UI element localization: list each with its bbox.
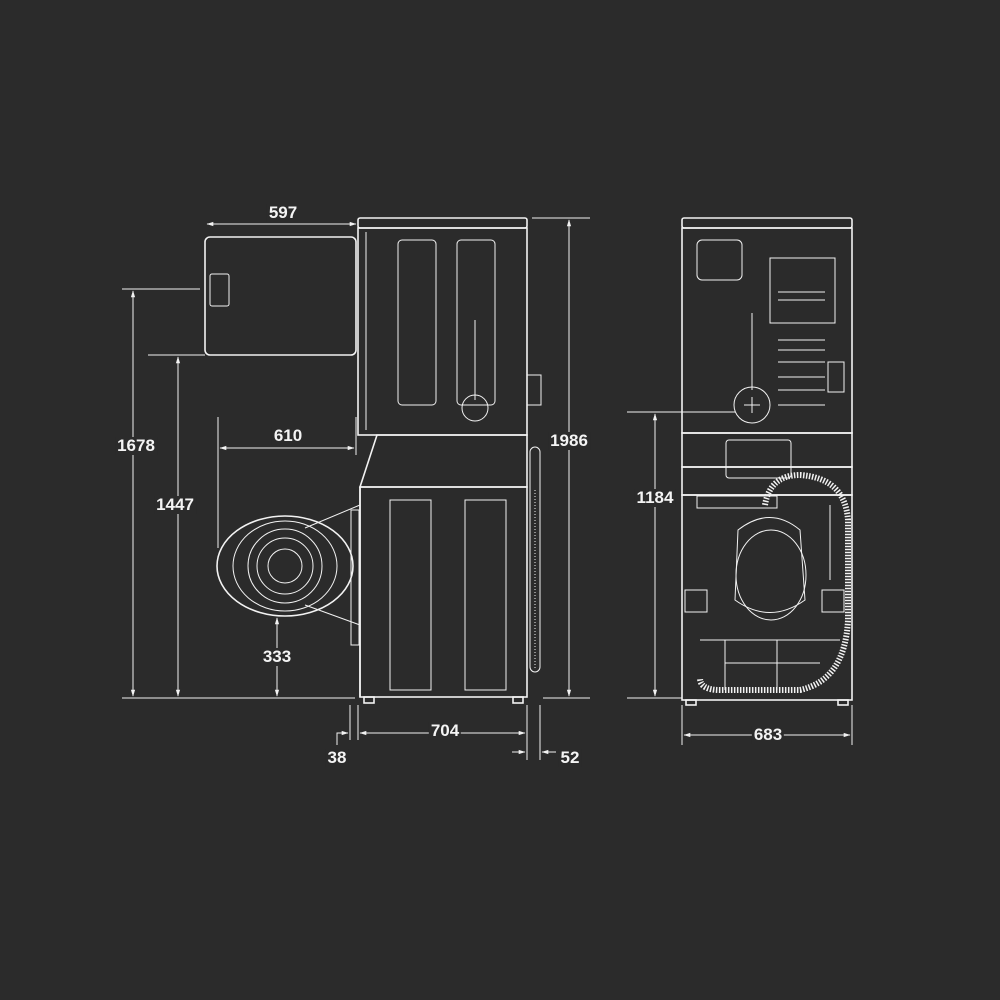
dim-width: 683 (751, 725, 785, 744)
dim-washer-door-width: 610 (271, 426, 305, 445)
drain-hose-rear (697, 471, 851, 693)
rear-view (627, 217, 853, 745)
washer-door-open (216, 504, 361, 626)
dim-hose-protrusion: 52 (558, 748, 582, 767)
dim-door-width: 597 (266, 203, 300, 222)
dim-depth: 704 (428, 721, 462, 740)
dim-washer-door-top: 1447 (154, 495, 196, 514)
drain-hose (529, 446, 541, 673)
dim-washer-door-bottom: 333 (260, 647, 294, 666)
dim-door-protrusion: 38 (325, 748, 349, 767)
dryer-door-open (204, 236, 357, 356)
dim-total-height: 1986 (548, 431, 590, 450)
dim-dryer-door-height: 1678 (115, 436, 157, 455)
washer-side (350, 434, 528, 704)
rear-dimension-lines (627, 411, 853, 745)
dim-inlet-height: 1184 (634, 488, 676, 507)
side-view (122, 217, 590, 760)
dimension-lines (122, 217, 590, 760)
dryer-side (357, 217, 542, 436)
